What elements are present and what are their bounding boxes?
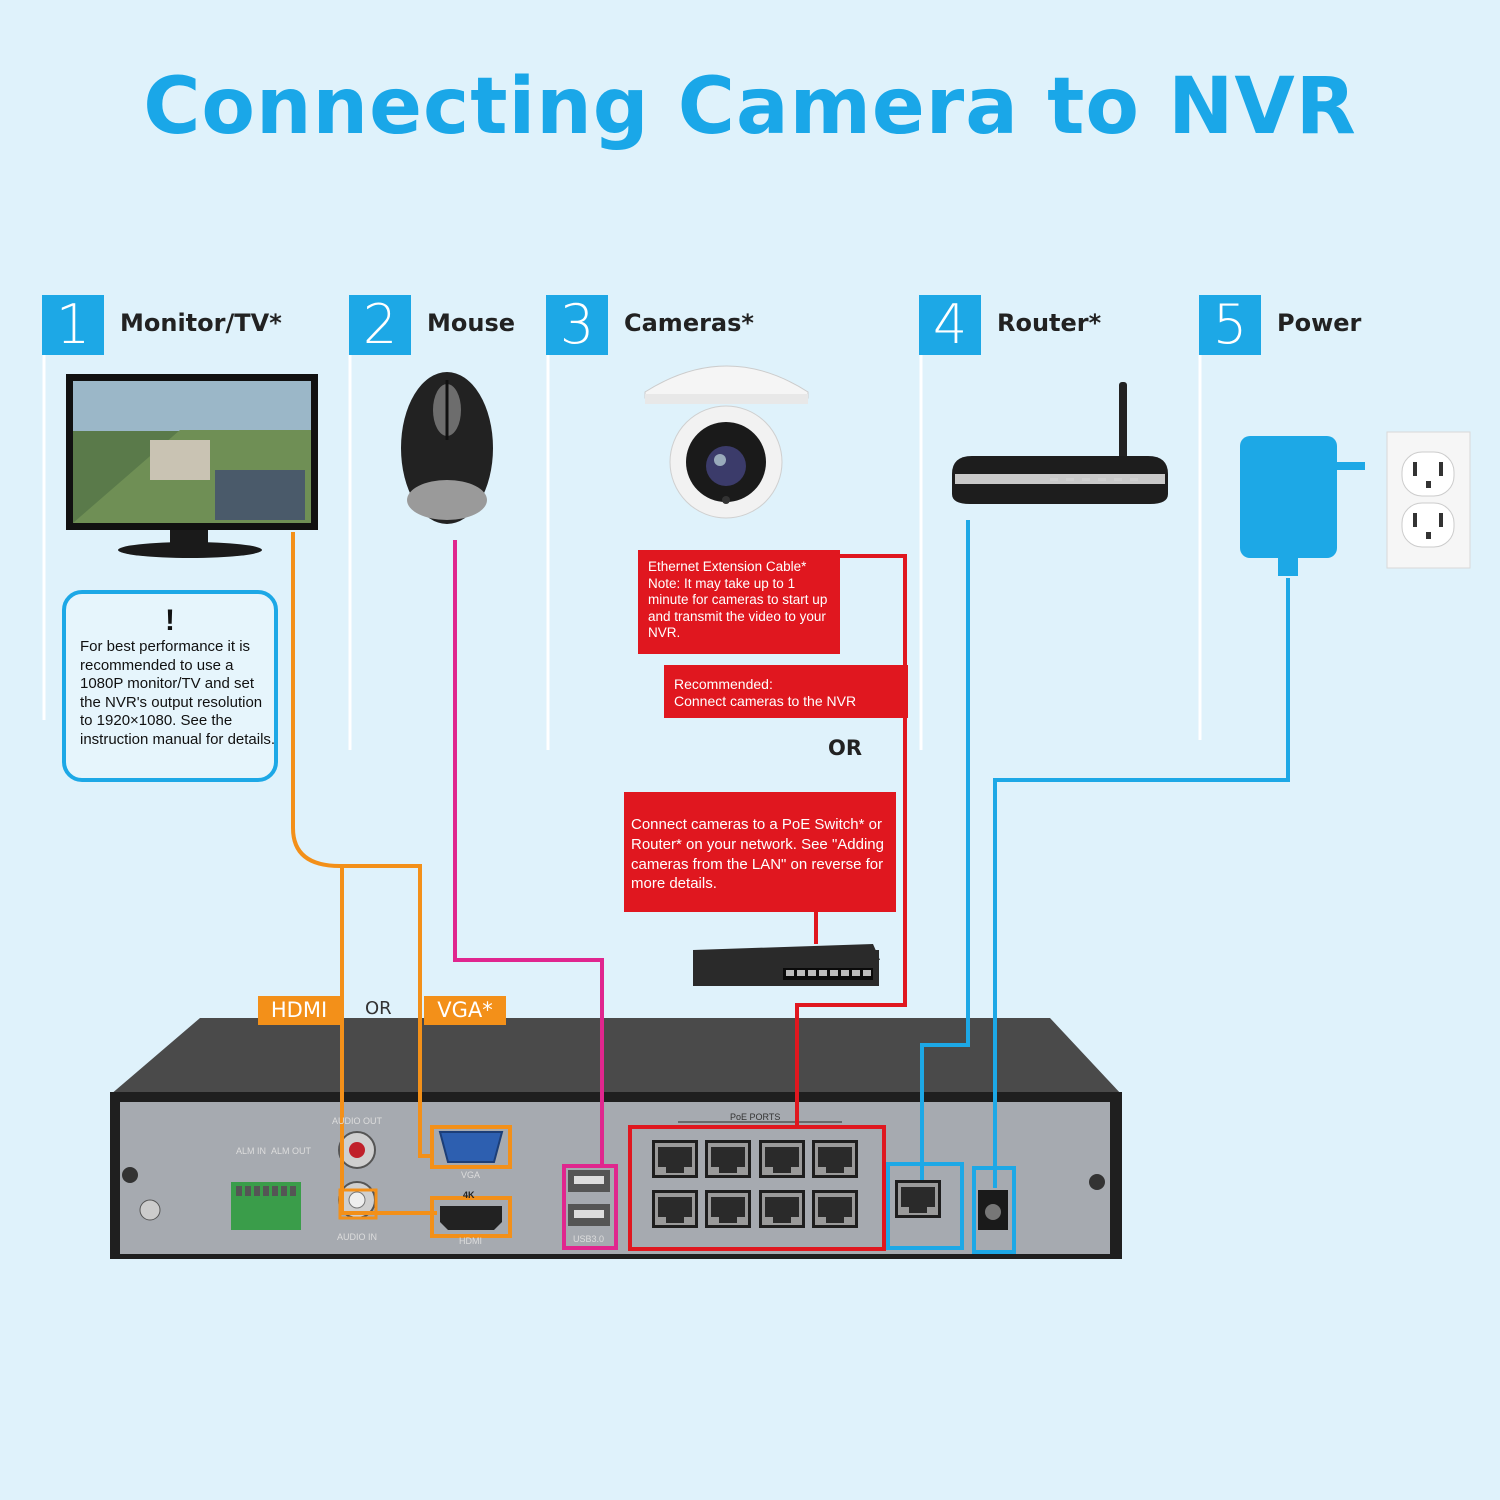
extension-cable-note: Note: It may take up to 1 minute for cam… xyxy=(648,575,828,641)
wall-outlet-image xyxy=(1386,431,1471,569)
recommended-text: Connect cameras to the NVR xyxy=(674,693,857,709)
alm-out-label: ALM OUT xyxy=(271,1146,312,1156)
exclamation-icon: ! xyxy=(165,604,175,637)
recommended-callout: Recommended: Connect cameras to the NVR xyxy=(664,665,908,718)
monitor-tip-box: ! For best performance it is recommended… xyxy=(62,590,278,782)
poe-switch-text: Connect cameras to a PoE Switch* or Rout… xyxy=(631,816,884,893)
poe-switch-image xyxy=(693,944,880,986)
hdmi-tag: HDMI xyxy=(258,996,340,1025)
network-cables xyxy=(920,520,1290,1188)
step-number-5: 5 xyxy=(1199,295,1261,355)
mouse-cable xyxy=(453,540,604,1167)
hdmi-4k-label: 4K xyxy=(463,1190,475,1200)
step-label-power: Power xyxy=(1277,309,1362,337)
step-label-router: Router* xyxy=(997,309,1102,337)
port-highlights xyxy=(338,1125,1016,1254)
router-image xyxy=(952,382,1168,504)
usb-label: USB3.0 xyxy=(573,1234,605,1244)
extension-cable-title: Ethernet Extension Cable* xyxy=(648,559,807,574)
poe-switch-callout: Connect cameras to a PoE Switch* or Rout… xyxy=(624,792,896,912)
recommended-title: Recommended: xyxy=(674,676,773,692)
step-guide-lines xyxy=(42,355,1202,750)
step-number-1: 1 xyxy=(42,295,104,355)
step-label-monitor: Monitor/TV* xyxy=(120,309,282,337)
hdmi-port-label: HDMI xyxy=(459,1236,482,1246)
monitor-tip-text: For best performance it is recommended t… xyxy=(80,638,276,748)
poe-ports-label: PoE PORTS xyxy=(730,1112,781,1122)
page-title: Connecting Camera to NVR xyxy=(143,62,1357,152)
mouse-image xyxy=(401,372,493,524)
video-cables xyxy=(291,532,437,1215)
audio-in-label: AUDIO IN xyxy=(337,1232,378,1242)
step-number-2: 2 xyxy=(349,295,411,355)
step-label-mouse: Mouse xyxy=(427,309,516,337)
monitor-image xyxy=(66,374,318,558)
extension-cable-callout: Ethernet Extension Cable* Note: It may t… xyxy=(638,550,840,654)
power-adapter-image xyxy=(1240,436,1365,576)
step-number-4: 4 xyxy=(919,295,981,355)
video-or-label: OR xyxy=(365,998,392,1019)
vga-port-label: VGA xyxy=(461,1170,481,1180)
vga-tag: VGA* xyxy=(424,996,506,1025)
step-number-3: 3 xyxy=(546,295,608,355)
alm-in-label: ALM IN xyxy=(236,1146,267,1156)
or-divider: OR xyxy=(828,736,863,760)
step-label-cameras: Cameras* xyxy=(624,309,754,337)
audio-out-label: AUDIO OUT xyxy=(332,1116,383,1126)
dome-camera-image xyxy=(644,365,809,519)
